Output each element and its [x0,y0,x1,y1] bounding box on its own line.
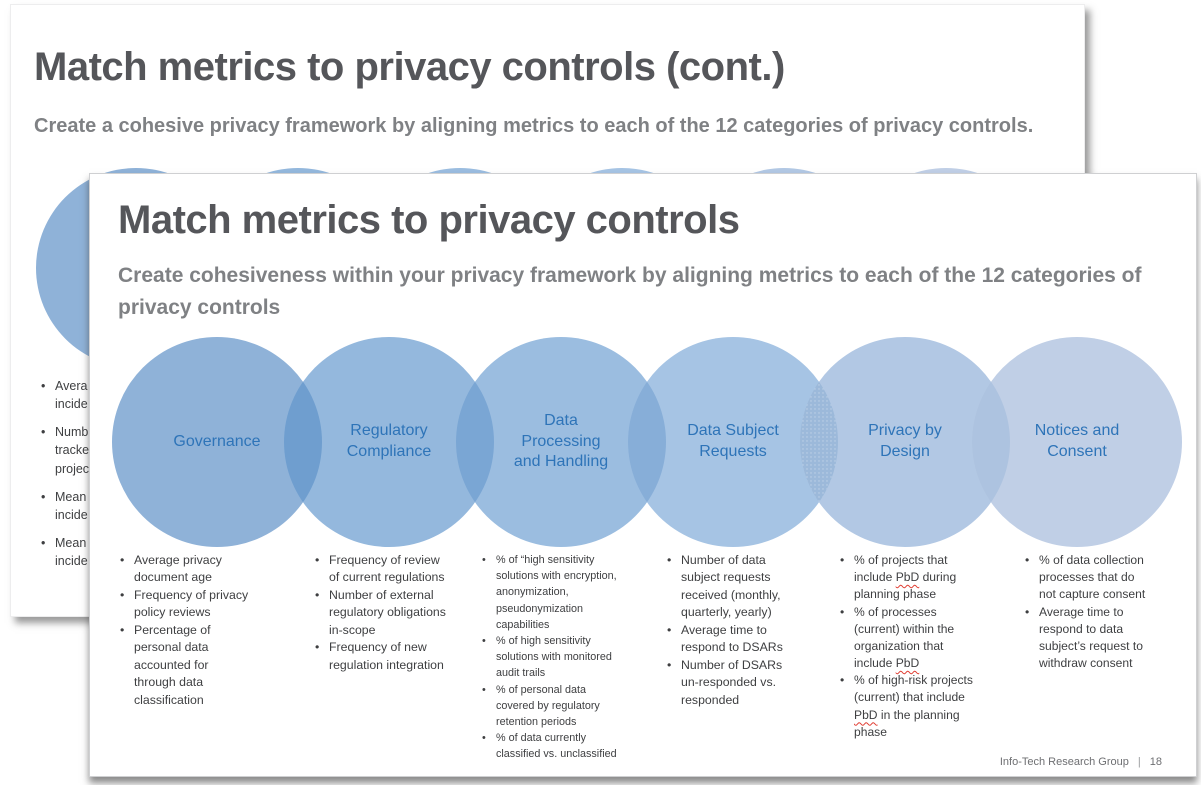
venn-circle-regulatory-compliance [284,337,494,547]
metric-item: % of data currently classified vs. uncla… [481,730,621,762]
metric-item: % of high sensitivity solutions with mon… [481,633,621,682]
footer-page-number: 18 [1149,756,1162,768]
front-slide-subtitle: Create cohesiveness within your privacy … [118,264,1142,319]
venn-diagram: Governance Regulatory Compliance Data Proc… [90,336,1198,548]
footer-separator: | [1137,756,1141,768]
footer-brand: Info-Tech Research Group [999,756,1129,768]
venn-circle-privacy-by-design [800,337,1010,547]
back-slide-clipped-bullet-list: Avera incideNumb tracke projecMean incid… [41,377,113,580]
circle-label-privacy-by-design: Privacy by Design [868,422,942,460]
front-slide: Match metrics to privacy controls Create… [89,173,1197,777]
venn-circle-data-processing-and-handling [456,337,666,547]
back-slide-title: Match metrics to privacy controls (cont.… [34,45,785,89]
clipped-metric-item: Numb tracke projec [41,423,113,477]
metric-item: Frequency of new regulation integration [314,639,446,674]
spellcheck-flagged-term: PbD [895,570,920,585]
metric-item: Number of DSARs un-responded vs. respond… [666,657,798,709]
metric-item: % of personal data covered by regulatory… [481,682,621,731]
circle-label-notices-and-consent: Notices and Consent [1034,422,1120,460]
clipped-metric-item: Mean incide [41,534,113,570]
metrics-column-notices-and-consent: % of data collection processes that do n… [1024,552,1146,672]
metric-columns: Average privacy document ageFrequency of… [90,174,1196,776]
venn-circles-graphic [112,337,1182,547]
circle-label-governance: Governance [173,432,261,450]
front-slide-title: Match metrics to privacy controls [118,198,740,242]
circle-label-data-processing-and-handling: Data Processing and Handling [513,411,609,471]
metric-item: Percentage of personal data accounted fo… [119,622,251,709]
metrics-list: Frequency of review of current regulatio… [314,552,446,674]
metrics-column-governance: Average privacy document ageFrequency of… [119,552,251,709]
metrics-list: Average privacy document ageFrequency of… [119,552,251,709]
venn-circle-data-subject-requests [628,337,838,547]
metric-item: Average time to respond to data subject’… [1024,604,1146,673]
back-slide-subtitle: Create a cohesive privacy framework by a… [34,115,1034,137]
spellcheck-flagged-term: PbD [854,707,878,722]
metric-item: Average privacy document age [119,552,251,587]
metrics-list: % of “high sensitivity solutions with en… [481,552,621,762]
clipped-metric-item: Mean incide [41,488,113,524]
slide-footer: Info-Tech Research Group | 18 [1000,756,1162,768]
metrics-column-data-subject-requests: Number of data subject requests received… [666,552,798,709]
venn-circle-notices-and-consent [972,337,1182,547]
metric-item: Average time to respond to DSARs [666,622,798,657]
metrics-column-privacy-by-design: % of projects that include PbD during pl… [839,552,977,741]
metric-item: Frequency of review of current regulatio… [314,552,446,587]
venn-circle-governance [112,337,322,547]
metric-item: Number of data subject requests received… [666,552,798,622]
metric-item: % of “high sensitivity solutions with en… [481,552,621,633]
metric-item: % of projects that include PbD during pl… [839,552,977,604]
metric-item: % of data collection processes that do n… [1024,552,1146,604]
metrics-column-regulatory-compliance: Frequency of review of current regulatio… [314,552,446,674]
metric-item: Frequency of privacy policy reviews [119,587,251,622]
metrics-column-data-processing-and-handling: % of “high sensitivity solutions with en… [481,552,621,762]
metric-item: % of processes (current) within the orga… [839,604,977,673]
metrics-list: % of data collection processes that do n… [1024,552,1146,672]
metrics-list: Number of data subject requests received… [666,552,798,709]
metric-item: % of high-risk projects (current) that i… [839,672,977,741]
clipped-metric-item: Avera incide [41,377,113,413]
metric-item: Number of external regulatory obligation… [314,587,446,639]
circle-label-data-subject-requests: Data Subject Requests [687,422,779,460]
circle-label-regulatory-compliance: Regulatory Compliance [346,422,432,460]
metrics-list: % of projects that include PbD during pl… [839,552,977,741]
spellcheck-flagged-term: PbD [895,656,920,671]
